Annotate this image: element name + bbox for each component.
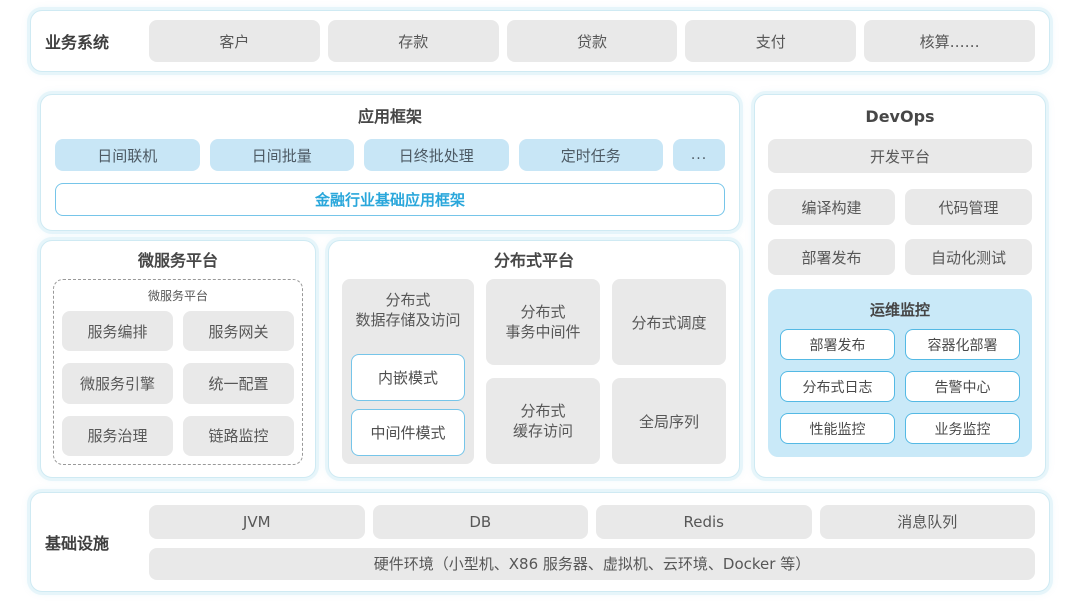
ops-business-monitor: 业务监控 — [905, 413, 1020, 444]
ms-service-gateway: 服务网关 — [183, 311, 294, 352]
infra-db: DB — [372, 504, 588, 539]
app-framework-title: 应用框架 — [357, 107, 422, 126]
devops-title: DevOps — [865, 107, 935, 126]
ops-alert-center: 告警中心 — [905, 371, 1020, 402]
module-eod-batch: 日终批处理 — [364, 139, 509, 171]
business-item-accounting: 核算…… — [864, 20, 1035, 62]
business-item-deposit: 存款 — [327, 20, 499, 62]
dev-platform-box: 开发平台 — [768, 139, 1032, 173]
distributed-title: 分布式平台 — [493, 251, 574, 270]
ms-engine: 微服务引擎 — [62, 363, 173, 404]
infra-jvm: JVM — [149, 504, 365, 539]
microservice-grid: 服务编排 服务网关 微服务引擎 统一配置 服务治理 链路监控 — [62, 311, 294, 456]
app-framework-panel: 应用框架 日间联机 日间批量 日终批处理 定时任务 ... 金融行业基础应用框架 — [40, 94, 740, 231]
ops-distributed-log: 分布式日志 — [780, 371, 895, 402]
distributed-scheduler-box: 分布式调度 — [612, 279, 726, 365]
distributed-storage-box: 分布式 数据存储及访问 内嵌模式 中间件模式 — [342, 279, 474, 464]
tool-build: 编译构建 — [768, 189, 895, 225]
tool-deploy-release: 部署发布 — [768, 239, 895, 275]
app-framework-modules: 日间联机 日间批量 日终批处理 定时任务 ... — [55, 139, 725, 171]
hardware-environment-box: 硬件环境（小型机、X86 服务器、虚拟机、云环境、Docker 等） — [149, 547, 1035, 580]
ops-monitoring-panel: 运维监控 部署发布 容器化部署 分布式日志 告警中心 性能监控 业务监控 — [768, 289, 1032, 457]
ms-trace-monitor: 链路监控 — [183, 415, 294, 456]
infra-redis: Redis — [596, 504, 812, 539]
base-framework-box: 金融行业基础应用框架 — [55, 183, 725, 216]
ops-deploy-release: 部署发布 — [780, 329, 895, 360]
business-item-loan: 贷款 — [506, 20, 678, 62]
microservice-title: 微服务平台 — [137, 251, 218, 270]
distributed-cache-box: 分布式 缓存访问 — [486, 378, 600, 464]
business-systems-panel: 业务系统 客户 存款 贷款 支付 核算…… — [30, 10, 1050, 72]
ops-container-deploy: 容器化部署 — [905, 329, 1020, 360]
module-scheduled-task: 定时任务 — [518, 139, 663, 171]
infrastructure-panel: 基础设施 JVM DB Redis 消息队列 硬件环境（小型机、X86 服务器、… — [30, 492, 1050, 592]
business-item-customer: 客户 — [149, 20, 320, 62]
distributed-storage-label: 分布式 数据存储及访问 — [355, 291, 461, 330]
module-daytime-online: 日间联机 — [55, 139, 200, 171]
business-item-payment: 支付 — [685, 20, 857, 62]
devops-tools-grid: 编译构建 代码管理 部署发布 自动化测试 — [768, 189, 1032, 275]
infrastructure-content: JVM DB Redis 消息队列 硬件环境（小型机、X86 服务器、虚拟机、云… — [149, 504, 1035, 580]
tool-auto-test: 自动化测试 — [905, 239, 1032, 275]
distributed-transaction-box: 分布式 事务中间件 — [486, 279, 600, 365]
global-sequence-box: 全局序列 — [612, 378, 726, 464]
ops-monitoring-title: 运维监控 — [869, 301, 930, 319]
distributed-col-2: 分布式调度 全局序列 — [612, 279, 726, 464]
infra-message-queue: 消息队列 — [819, 504, 1035, 539]
distributed-columns: 分布式 数据存储及访问 内嵌模式 中间件模式 分布式 事务中间件 分布式 缓存访… — [342, 279, 726, 464]
ms-unified-config: 统一配置 — [183, 363, 294, 404]
devops-panel: DevOps 开发平台 编译构建 代码管理 部署发布 自动化测试 运维监控 部署… — [754, 94, 1046, 478]
microservice-inner-title: 微服务平台 — [147, 289, 208, 303]
distributed-col-1: 分布式 事务中间件 分布式 缓存访问 — [486, 279, 600, 464]
embedded-mode-box: 内嵌模式 — [351, 354, 465, 401]
ms-service-orchestration: 服务编排 — [62, 311, 173, 352]
middleware-mode-box: 中间件模式 — [351, 409, 465, 456]
microservice-inner-panel: 微服务平台 服务编排 服务网关 微服务引擎 统一配置 服务治理 链路监控 — [53, 279, 303, 465]
module-more: ... — [673, 139, 725, 171]
module-daytime-batch: 日间批量 — [209, 139, 354, 171]
ops-performance-monitor: 性能监控 — [780, 413, 895, 444]
business-systems-label: 业务系统 — [45, 33, 110, 52]
tool-code-mgmt: 代码管理 — [905, 189, 1032, 225]
distributed-panel: 分布式平台 分布式 数据存储及访问 内嵌模式 中间件模式 分布式 事务中间件 分… — [328, 240, 740, 478]
ms-service-governance: 服务治理 — [62, 415, 173, 456]
infrastructure-label: 基础设施 — [45, 534, 110, 553]
infrastructure-row: JVM DB Redis 消息队列 — [149, 504, 1035, 539]
microservice-panel: 微服务平台 微服务平台 服务编排 服务网关 微服务引擎 统一配置 服务治理 链路… — [40, 240, 316, 478]
ops-monitoring-grid: 部署发布 容器化部署 分布式日志 告警中心 性能监控 业务监控 — [780, 329, 1020, 444]
